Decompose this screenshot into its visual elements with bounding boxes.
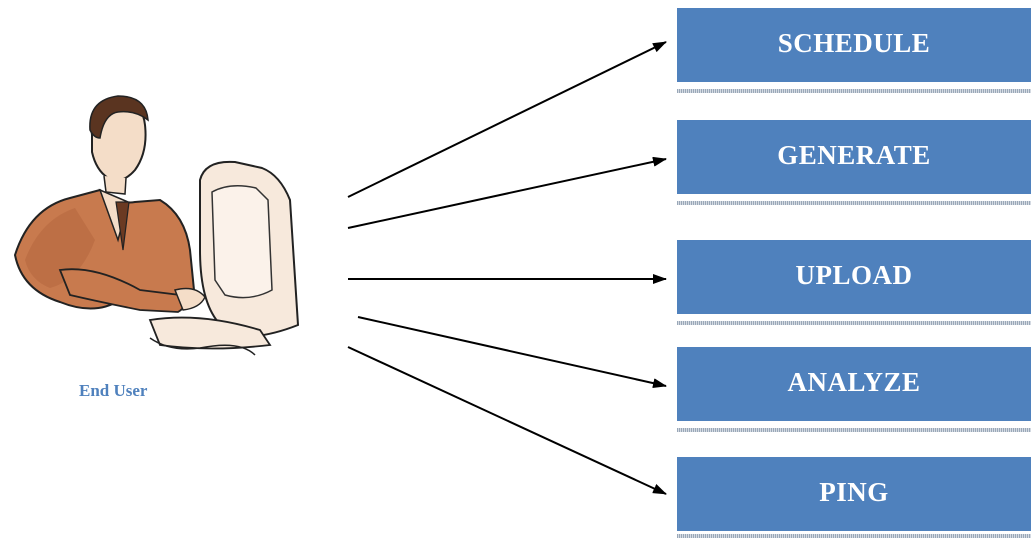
action-label: UPLOAD <box>795 260 913 290</box>
action-label: GENERATE <box>777 140 931 170</box>
action-box-analyze: ANALYZE <box>677 347 1031 421</box>
arrow-to-analyze <box>357 316 667 389</box>
box-shadow-edge <box>677 89 1031 93</box>
action-label: PING <box>819 477 889 507</box>
box-shadow-edge <box>677 201 1031 205</box>
action-box-ping: PING <box>677 457 1031 531</box>
user-at-computer-icon <box>13 95 300 356</box>
actor-label: End User <box>79 381 148 400</box>
box-shadow-edge <box>677 534 1031 538</box>
box-shadow-edge <box>677 428 1031 432</box>
action-label: SCHEDULE <box>777 28 931 58</box>
arrow-to-generate <box>347 156 667 229</box>
box-shadow-edge <box>677 321 1031 325</box>
arrow-to-schedule <box>347 41 667 198</box>
arrow-to-ping <box>347 346 667 495</box>
action-box-generate: GENERATE <box>677 120 1031 194</box>
action-box-schedule: SCHEDULE <box>677 8 1031 82</box>
action-box-upload: UPLOAD <box>677 240 1031 314</box>
action-label: ANALYZE <box>787 367 921 397</box>
